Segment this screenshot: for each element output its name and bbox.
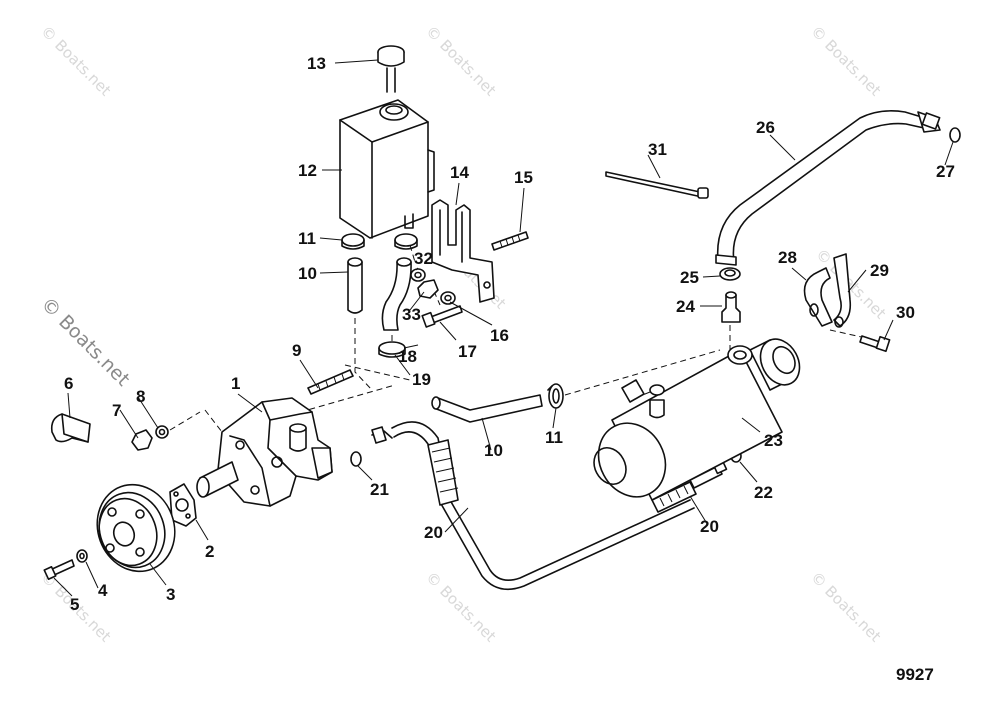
callout-14: 14 [450, 163, 469, 182]
pulley-fasteners [43, 549, 88, 581]
watermark-large: © Boats.net [36, 293, 134, 391]
watermark: © Boats.net [807, 22, 885, 100]
callout-10-lower: 10 [484, 441, 503, 460]
callout-1: 1 [231, 374, 240, 393]
oil-cooler [593, 338, 801, 501]
elbow-hose [381, 257, 412, 331]
callout-23: 23 [764, 431, 783, 450]
callout-2: 2 [205, 542, 214, 561]
o-ring-27 [949, 127, 961, 143]
callout-10-upper: 10 [298, 264, 317, 283]
reservoir-tank [339, 99, 435, 239]
hose-clamp-lower [547, 383, 564, 409]
callout-31: 31 [648, 140, 667, 159]
cable-tie [605, 171, 709, 199]
reservoir-cap [377, 45, 405, 93]
callout-25: 25 [680, 268, 699, 287]
callout-5: 5 [70, 595, 79, 614]
hose-clamp-19 [378, 341, 406, 358]
callout-33: 33 [402, 305, 421, 324]
o-ring-21 [350, 451, 362, 467]
watermark: © Boats.net [422, 568, 500, 646]
power-steering-pump [196, 397, 333, 507]
callout-20-left: 20 [424, 523, 443, 542]
callout-19: 19 [412, 370, 431, 389]
drawing-number: 9927 [896, 665, 934, 684]
short-hose [347, 257, 363, 314]
watermark: © Boats.net [37, 22, 115, 100]
hose-clip-and-nut [50, 413, 169, 451]
callout-28: 28 [778, 248, 797, 267]
leader-lines [53, 59, 954, 597]
mounting-hardware [410, 268, 463, 328]
callout-29: 29 [870, 261, 889, 280]
callout-24: 24 [676, 297, 695, 316]
assembly-lines [169, 244, 876, 433]
callout-8: 8 [136, 387, 145, 406]
callout-4: 4 [98, 581, 108, 600]
callout-15: 15 [514, 168, 533, 187]
callout-12: 12 [298, 161, 317, 180]
callout-11-upper: 11 [298, 229, 316, 248]
return-hose [431, 394, 543, 423]
callout-6: 6 [64, 374, 73, 393]
callout-22: 22 [754, 483, 773, 502]
watermark: © Boats.net [807, 568, 885, 646]
pulley [96, 483, 176, 573]
callout-20-right: 20 [700, 517, 719, 536]
stud [491, 231, 529, 251]
callout-21: 21 [370, 480, 389, 499]
watermark: © Boats.net [422, 22, 500, 100]
pressure-hose-left [371, 421, 695, 591]
callout-27: 27 [936, 162, 955, 181]
callout-30: 30 [896, 303, 915, 322]
callout-7: 7 [112, 401, 121, 420]
callout-32: 32 [414, 249, 433, 268]
cooler-hose [715, 110, 941, 266]
cooler-mounting-clamps [803, 253, 852, 328]
pump-stud [307, 369, 354, 395]
callout-9: 9 [292, 341, 301, 360]
callout-3: 3 [166, 585, 175, 604]
hose-clamps-upper [341, 233, 418, 250]
callout-18: 18 [398, 347, 417, 366]
callout-17: 17 [458, 342, 477, 361]
callout-labels: 1 2 3 4 5 6 7 8 9 10 10 11 11 12 13 14 1… [64, 54, 955, 614]
callout-16: 16 [490, 326, 509, 345]
reservoir-bracket [431, 199, 495, 303]
cooler-fitting [719, 267, 741, 323]
callout-13: 13 [307, 54, 326, 73]
callout-26: 26 [756, 118, 775, 137]
callout-11-lower: 11 [545, 428, 563, 447]
